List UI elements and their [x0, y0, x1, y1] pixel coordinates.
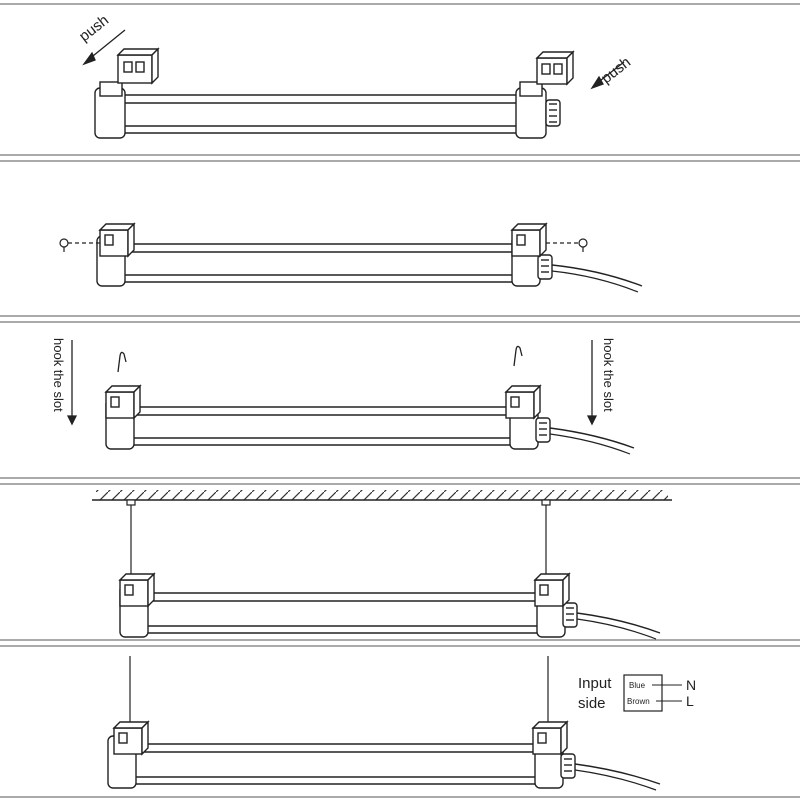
push-label-right: push: [598, 54, 634, 87]
step-1-attach-clips: push push: [76, 12, 634, 139]
mounting-clip: [531, 720, 569, 756]
mounting-clip: [533, 572, 571, 608]
suspension-wire: [129, 656, 549, 722]
ceiling-hatch: [96, 490, 668, 500]
push-label-left: push: [76, 12, 112, 45]
hook-label-left: hook the slot: [51, 338, 66, 412]
hook-icon: [117, 351, 127, 373]
power-cable: [574, 769, 657, 791]
terminal-l-label: L: [686, 693, 694, 709]
light-fixture: [119, 584, 578, 638]
power-cable: [574, 763, 661, 785]
light-fixture: [105, 398, 551, 450]
mounting-clip: [112, 720, 150, 756]
power-cable: [576, 612, 661, 634]
screw-icon: [59, 238, 100, 252]
wiring-legend: Input side Blue Brown N L: [578, 674, 696, 712]
light-fixture: [107, 735, 576, 789]
down-arrow-right: [586, 340, 598, 426]
mounting-clip: [104, 384, 142, 420]
power-cable: [551, 270, 639, 293]
push-arrow-right: [590, 61, 625, 90]
side-label: side: [578, 695, 606, 712]
power-cable: [576, 618, 657, 640]
light-fixture: [94, 81, 561, 139]
power-cable: [551, 264, 643, 287]
mounting-clip: [504, 384, 542, 420]
mounting-clip: [118, 572, 156, 608]
screw-icon: [546, 238, 588, 252]
input-label: Input: [578, 675, 612, 692]
mounting-clip: [510, 222, 548, 258]
hook-label-right: hook the slot: [601, 338, 616, 412]
step-3-hook-slot: hook the slot hook the slot: [51, 338, 635, 455]
power-cable: [549, 427, 635, 449]
mounting-clip: [116, 47, 160, 85]
panel-dividers: [0, 3, 800, 798]
step-4-ceiling-mount: [92, 490, 672, 640]
mounting-clip: [535, 50, 575, 86]
mounting-clip: [98, 222, 136, 258]
terminal-box: [623, 674, 663, 712]
light-fixture: [96, 235, 553, 287]
hook-icon: [513, 345, 523, 367]
push-arrow-left: [82, 29, 126, 66]
step-2-screw-clips: [59, 222, 643, 293]
terminal-n-label: N: [686, 677, 696, 693]
wire-brown-label: Brown: [627, 697, 650, 706]
wire-blue-label: Blue: [629, 681, 646, 690]
step-5-wiring: Input side Blue Brown N L: [107, 656, 696, 791]
down-arrow-left: [66, 340, 78, 426]
suspension-wire: [126, 499, 551, 574]
power-cable: [549, 433, 631, 455]
